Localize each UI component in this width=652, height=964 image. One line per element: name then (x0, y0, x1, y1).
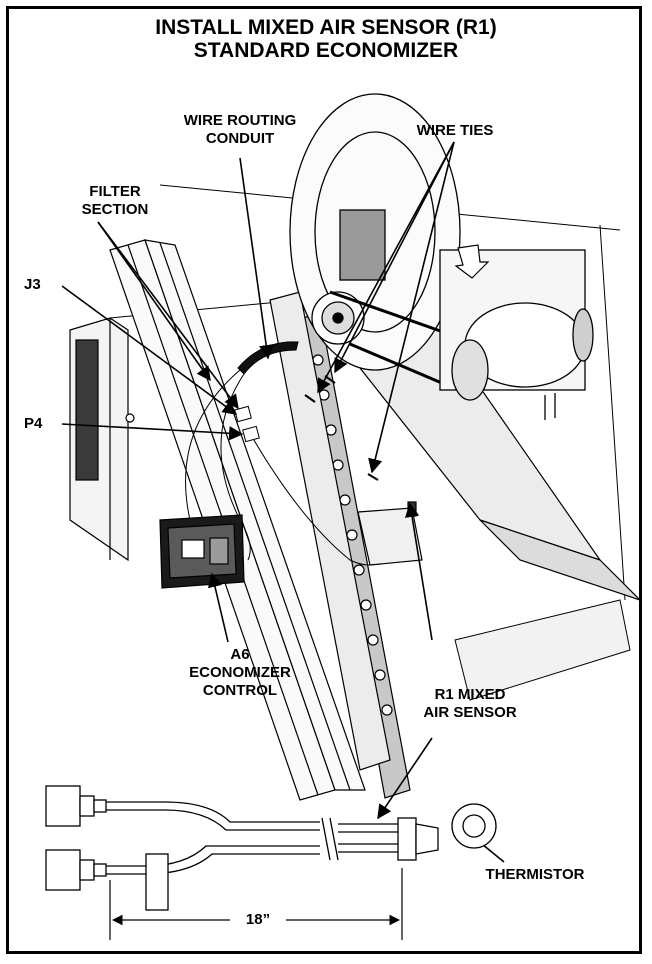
connector-top (45, 785, 81, 827)
label-thermistor: THERMISTOR (485, 866, 585, 883)
label-filter-2: SECTION (81, 201, 149, 218)
airflow-arrow (454, 244, 490, 279)
inline-box (145, 853, 169, 911)
figure-border (6, 6, 642, 954)
label-a6-1: A6 (230, 646, 250, 663)
label-wire-routing-1: WIRE ROUTING (183, 112, 297, 129)
blower-assembly (289, 93, 461, 371)
label-a6-2: ECONOMIZER (189, 664, 291, 681)
label-filter-1: FILTER (89, 183, 141, 200)
dimension-line (109, 868, 403, 940)
label-r1-1: R1 MIXED (434, 686, 506, 703)
sensor-harness-detail (45, 785, 497, 911)
j3-connector (234, 405, 252, 423)
title-line-1: INSTALL MIXED AIR SENSOR (R1) (155, 16, 497, 39)
blower-motor (439, 249, 594, 420)
left-cabinet-panel (69, 317, 135, 562)
economizer-control-module (159, 514, 245, 589)
label-wire-ties: WIRE TIES (416, 122, 494, 139)
label-r1-2: AIR SENSOR (423, 704, 517, 721)
label-a6-3: CONTROL (202, 682, 278, 699)
label-dimension: 18” (245, 911, 271, 928)
leader-arrows (61, 141, 505, 863)
label-wire-routing-2: CONDUIT (205, 130, 275, 147)
p4-connector (242, 425, 260, 443)
conduit-shape (237, 341, 299, 375)
sensor-bracket (357, 501, 423, 566)
label-j3: J3 (24, 276, 41, 293)
connector-bottom (45, 849, 81, 891)
thermistor-body (397, 817, 417, 861)
title-line-2: STANDARD ECONOMIZER (193, 39, 459, 62)
label-p4: P4 (24, 415, 43, 432)
